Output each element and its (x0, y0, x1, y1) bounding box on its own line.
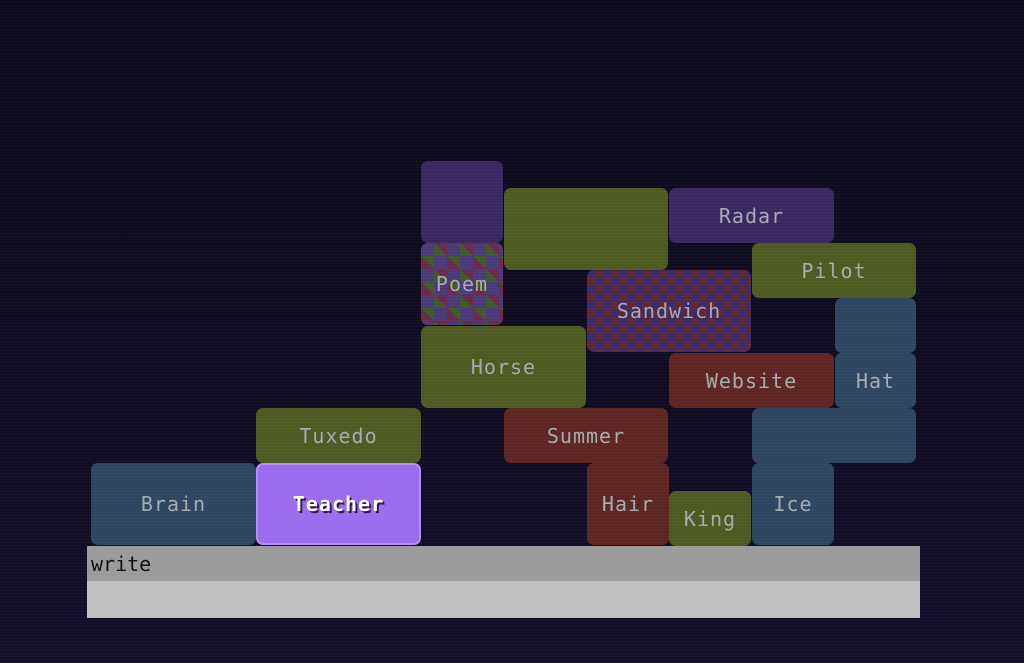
block-label: Pilot (801, 258, 867, 283)
block-poem[interactable]: Poem (421, 243, 503, 325)
block-label: Tuxedo (299, 423, 378, 448)
block-hair[interactable]: Hair (587, 463, 669, 545)
block-summer[interactable]: Summer (504, 408, 668, 463)
block-tuxedo[interactable]: Tuxedo (256, 408, 421, 463)
block-blue-small[interactable] (835, 298, 916, 353)
block-hat[interactable]: Hat (835, 353, 916, 408)
block-label: Hat (855, 368, 896, 393)
block-label: King (683, 506, 737, 531)
block-label: Hair (601, 492, 655, 516)
block-ice[interactable]: Ice (752, 463, 834, 545)
block-label: Brain (140, 492, 207, 516)
block-label: Ice (773, 492, 813, 516)
block-sandwich[interactable]: Sandwich (587, 270, 751, 352)
block-purple-top[interactable] (421, 161, 503, 243)
block-label: Horse (470, 355, 537, 379)
block-olive-top[interactable] (504, 188, 668, 270)
block-label: Radar (718, 203, 785, 228)
block-radar[interactable]: Radar (669, 188, 834, 243)
input-secondary-bar (87, 581, 920, 618)
block-website[interactable]: Website (669, 353, 834, 408)
block-horse[interactable]: Horse (421, 326, 586, 408)
block-blue-wide[interactable] (752, 408, 916, 463)
block-pilot[interactable]: Pilot (752, 243, 916, 298)
block-label: Poem (435, 272, 489, 296)
block-label: Teacher (292, 492, 385, 516)
block-king[interactable]: King (669, 491, 751, 546)
block-brain[interactable]: Brain (91, 463, 256, 545)
block-label: Summer (546, 423, 626, 448)
word-input-field[interactable]: write (87, 546, 920, 581)
block-label: Sandwich (616, 299, 722, 323)
word-input-area[interactable]: write (87, 546, 920, 618)
block-label: Website (705, 368, 798, 393)
block-teacher[interactable]: Teacher (256, 463, 421, 545)
typed-text: write (91, 551, 152, 576)
